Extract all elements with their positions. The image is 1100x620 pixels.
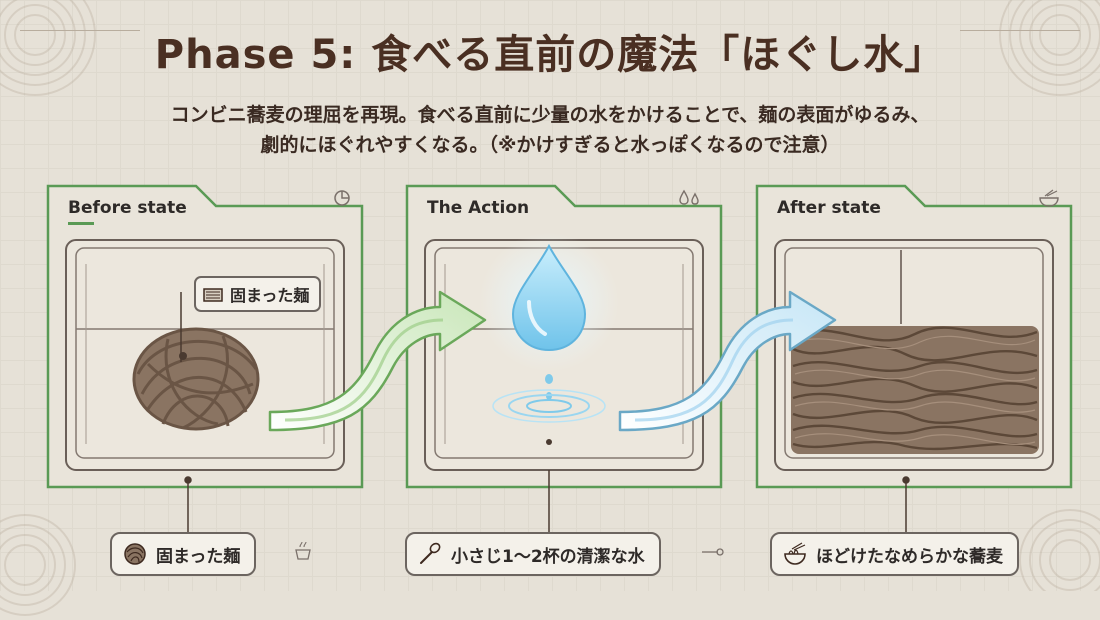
caption-before: 固まった麺 [110, 532, 257, 576]
caption-text: 固まった麺 [156, 546, 241, 567]
panel-frame [755, 184, 1073, 489]
caption-connectors [184, 470, 910, 532]
subtitle-line-1: コンビニ蕎麦の理屈を再現。食べる直前に少量の水をかけることで、麺の表面がゆるみ、 [170, 104, 930, 126]
spoon-icon [420, 542, 441, 564]
cup-icon [295, 541, 311, 560]
subtitle-line-2: 劇的にほぐれやすくなる。（※かけすぎると水っぽくなるので注意） [260, 134, 840, 156]
arrow-before-to-action [268, 290, 487, 432]
loosened-noodles [791, 326, 1039, 454]
corner-swirl-top-left [0, 0, 96, 96]
subtitle: コンビニ蕎麦の理屈を再現。食べる直前に少量の水をかけることで、麺の表面がゆるみ、… [70, 100, 1030, 160]
water-drops-icon [679, 189, 699, 205]
chart-icon [334, 190, 350, 206]
caption-text: ほどけたなめらかな蕎麦 [816, 546, 1003, 567]
panel-label: Before state [68, 198, 187, 218]
tag-text: 固まった麺 [230, 286, 310, 305]
panel-label: After state [777, 198, 881, 218]
page-title: Phase 5: 食べる直前の魔法「ほぐし水」 [154, 32, 946, 78]
bowl-icon [1039, 189, 1059, 207]
arrow-dot-icon [702, 548, 724, 556]
clumped-noodles [132, 327, 260, 431]
clumped-noodle-tag: 固まった麺 [194, 276, 322, 312]
tag-connector [180, 292, 182, 362]
panel-underline [68, 222, 94, 225]
corner-swirl-bottom-right [1019, 509, 1100, 591]
caption-after: ほどけたなめらかな蕎麦 [770, 532, 1019, 576]
corner-swirl-top-right [999, 0, 1100, 96]
caption-action: 小さじ1〜2杯の清潔な水 [405, 532, 661, 576]
panel-after-state: After state [755, 184, 1073, 489]
noodle-ball-icon [124, 543, 146, 565]
caption-text: 小さじ1〜2杯の清潔な水 [451, 546, 645, 567]
arrow-action-to-after [618, 290, 837, 432]
noodle-block-icon [203, 288, 223, 302]
panel-label: The Action [427, 198, 530, 218]
title-rule-right [960, 30, 1080, 31]
noodle-bowl-icon [784, 542, 806, 565]
title-rule-left [20, 30, 140, 31]
